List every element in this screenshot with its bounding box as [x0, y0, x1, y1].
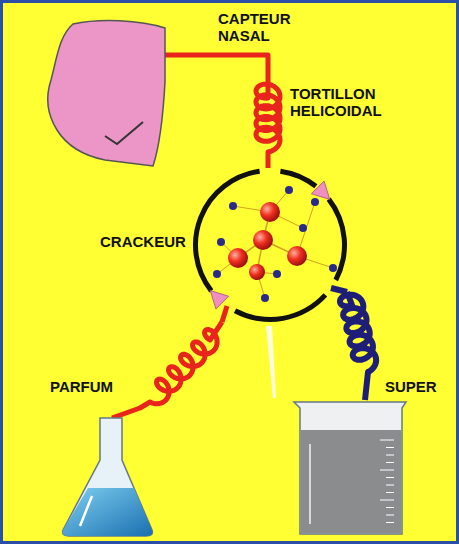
rotation-arrowhead [204, 284, 229, 309]
graduation [386, 477, 394, 478]
atom-small [273, 270, 281, 278]
node-shape [193, 168, 347, 322]
flask-liquid [63, 488, 153, 536]
tube [165, 55, 280, 168]
ring-arc [280, 169, 317, 189]
atom-large [228, 248, 248, 268]
graduation [386, 462, 394, 463]
node-shape [290, 400, 412, 538]
ring-arc [327, 198, 347, 282]
atom-small [299, 224, 307, 232]
part-label: TORTILLON HELICOIDAL [290, 85, 382, 119]
part-label: SUPER [385, 378, 437, 395]
beaker-liquid [301, 430, 401, 533]
graduation [386, 515, 394, 516]
atom-small [213, 270, 221, 278]
graduation [380, 470, 394, 471]
atom-large [260, 202, 280, 222]
graduation [386, 447, 394, 448]
beaker-glass [294, 402, 406, 534]
atom-small [229, 202, 237, 210]
glass-shine [80, 496, 92, 526]
atom-large [249, 264, 265, 280]
atom-small [285, 186, 293, 194]
cracker-ring: CRACKEUR [193, 168, 347, 322]
tube-stub [331, 288, 347, 292]
glass-shine [309, 444, 311, 524]
nostril-line [105, 122, 143, 144]
graduation [386, 492, 394, 493]
atom-small [217, 238, 225, 246]
perfume-flask: PARFUM [60, 418, 155, 538]
part-label: CRACKEUR [100, 233, 186, 250]
part-label: PARFUM [50, 378, 113, 395]
graduation [386, 522, 394, 523]
graduation [380, 500, 394, 501]
light-streak [266, 326, 276, 398]
graduation [386, 485, 394, 486]
atom-small [261, 294, 269, 302]
graduation [386, 507, 394, 508]
nose-outline [48, 21, 165, 166]
nose-sensor: CAPTEUR NASAL [45, 18, 165, 168]
atom-large [253, 230, 273, 250]
graduation [386, 455, 394, 456]
tube-stub [222, 306, 227, 322]
atom-large [287, 246, 307, 266]
super-beaker: SUPER [290, 400, 412, 538]
tube [340, 292, 376, 400]
rotation-arrowhead [311, 181, 336, 206]
node-shape [60, 418, 155, 538]
flask-glass [63, 418, 153, 536]
ring-arc [234, 293, 327, 322]
tube [112, 322, 222, 418]
atom-small [311, 198, 319, 206]
atom-small [329, 264, 337, 272]
node-shape [45, 18, 165, 168]
graduation [380, 440, 394, 441]
part-label: CAPTEUR NASAL [218, 10, 291, 44]
